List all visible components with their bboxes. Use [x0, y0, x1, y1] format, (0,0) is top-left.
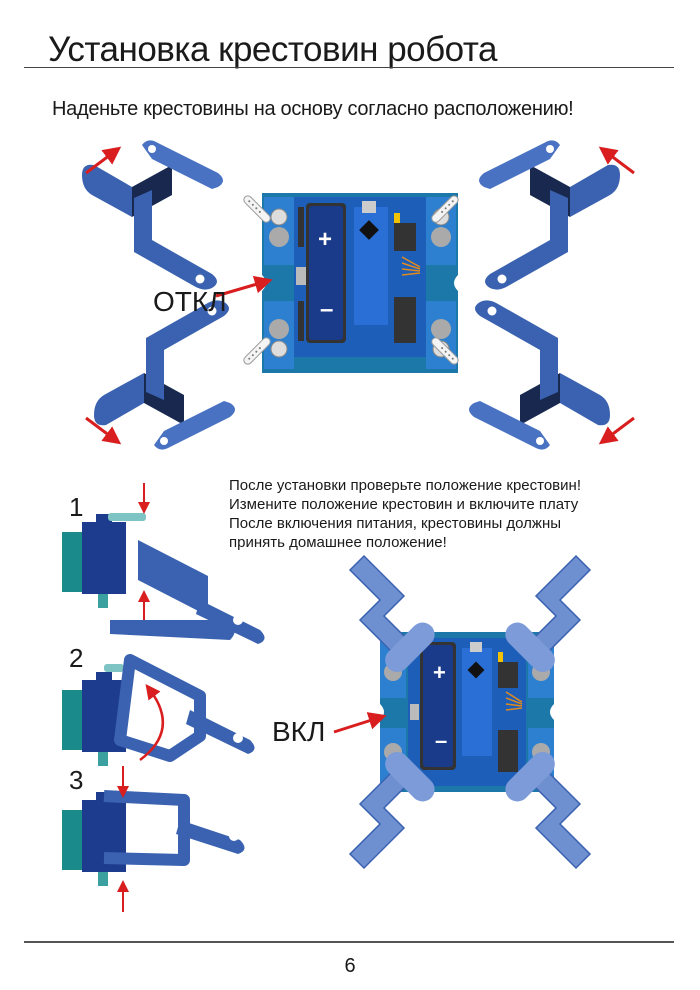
page-number: 6 — [344, 955, 356, 977]
instruction-line: После установки проверьте положение крес… — [229, 477, 581, 494]
instruction-line: принять домашнее положение! — [229, 534, 447, 551]
step-arrow-icons — [117, 483, 150, 912]
instruction-line: Измените положение крестовин и включите … — [229, 496, 579, 513]
instruction-line: После включения питания, крестовины долж… — [229, 515, 562, 532]
switch-on-label: ВКЛ — [272, 716, 326, 747]
page-title: Установка крестовин робота — [48, 30, 497, 69]
step-3-illustration — [62, 790, 245, 886]
instruction-paragraph: После установки проверьте положение крес… — [229, 476, 581, 552]
switch-off-label: ОТКЛ — [153, 286, 227, 317]
battery-plus-bottom: + — [433, 660, 446, 685]
footer-divider — [24, 941, 674, 943]
arrow-icons-top — [85, 146, 635, 445]
robot-base-top — [262, 193, 458, 373]
step-number-1: 1 — [69, 492, 84, 522]
battery-plus-top: + — [318, 226, 333, 253]
arrow-icon-on — [333, 712, 387, 734]
step-2-illustration — [62, 654, 255, 766]
intro-instruction: Наденьте крестовины на основу согласно р… — [52, 98, 574, 120]
step-number-3: 3 — [69, 765, 84, 795]
title-divider — [24, 67, 674, 68]
step-number-2: 2 — [69, 643, 84, 673]
battery-minus-bottom: – — [435, 728, 448, 753]
battery-minus-top: – — [320, 296, 334, 323]
step-1-illustration — [62, 513, 265, 644]
